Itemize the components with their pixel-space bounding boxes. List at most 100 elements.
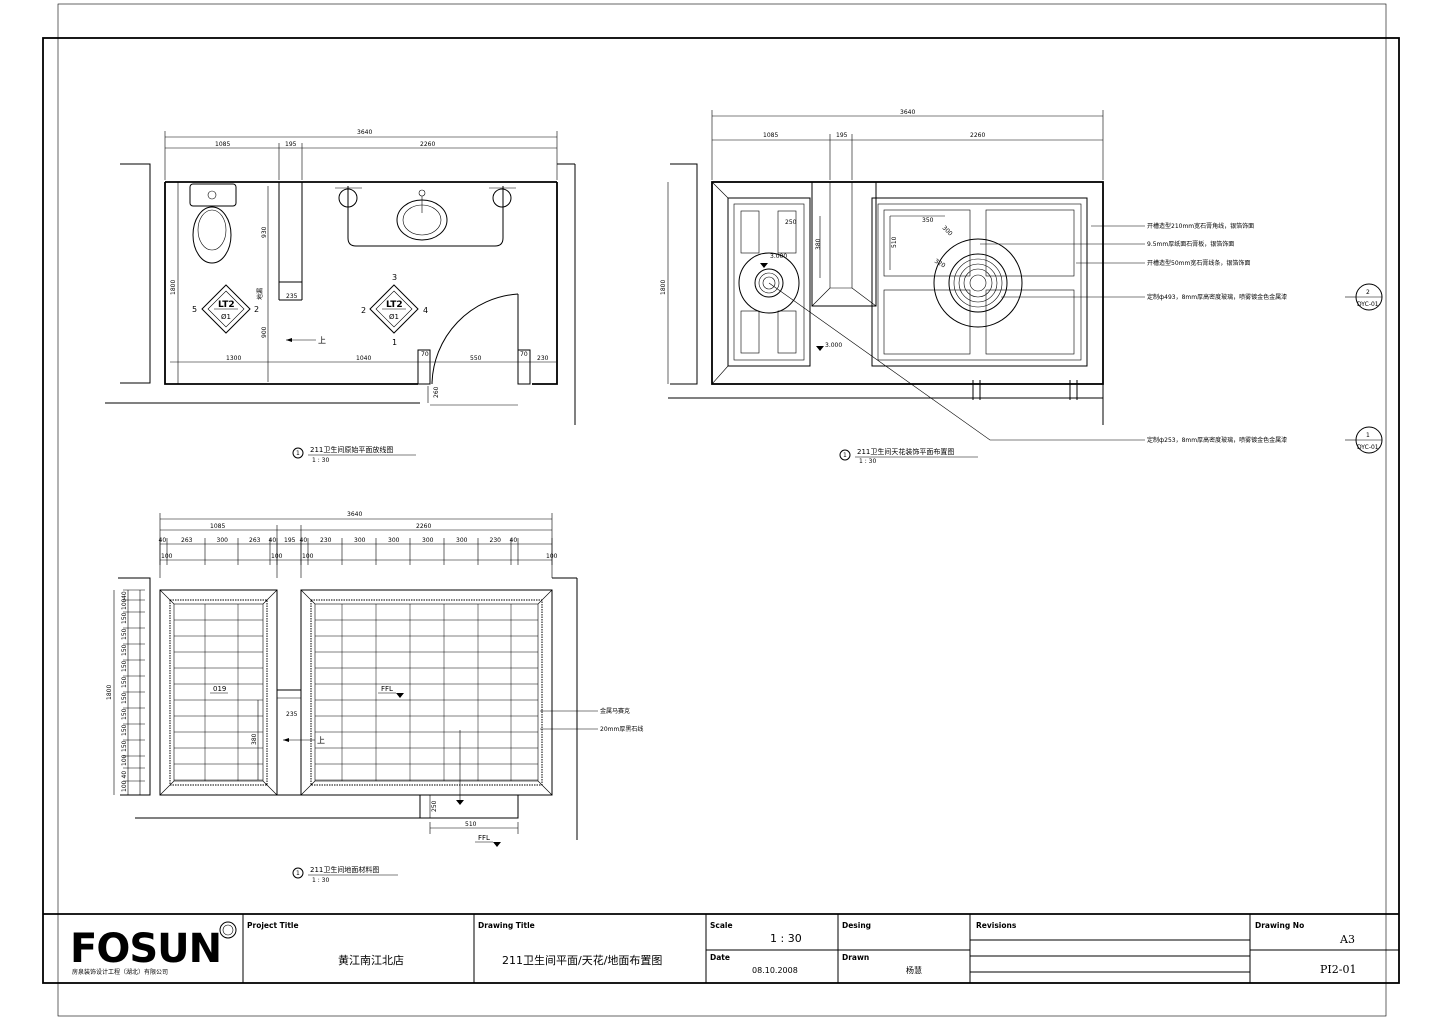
plan3-dim-sub: 40: [510, 537, 518, 544]
plan1-tag-code: LT2: [218, 300, 235, 310]
plan3-dim-sub: 40: [159, 537, 167, 544]
plan3-dim-sub: 300: [217, 537, 229, 544]
plan1-tag-num: 1: [392, 338, 397, 347]
plan1-floor-drain-note: 地漏: [256, 288, 264, 300]
plan-2-ceiling-layout: 3640 1085 195 2260 1800: [660, 109, 1383, 465]
plan1-tag-num: 2: [361, 306, 366, 315]
plan3-dim-sub: 230: [320, 537, 332, 544]
plan2-dim-seg: 1085: [763, 132, 778, 139]
plan3-caption-scale: 1 : 30: [312, 877, 329, 884]
plan3-caption-title: 211卫生间地面材料图: [310, 865, 379, 874]
plan3-dim-vsub: 40: [121, 591, 128, 599]
plan3-dim-sub: 300: [354, 537, 366, 544]
plan1-dim-235: 235: [286, 293, 298, 300]
plan1-caption-title: 211卫生间原始平面放线图: [310, 445, 393, 454]
plan1-caption-scale: 1 : 30: [312, 457, 329, 464]
plan3-dim-height: 1800: [106, 685, 113, 700]
plan1-dim-900: 900: [261, 326, 268, 338]
plan3-note: 20mm厚黑石线: [600, 725, 643, 733]
plan3-dim-sub: 263: [249, 537, 261, 544]
plan1-dim-bottom: 550: [470, 355, 482, 362]
drawing-title-label: Drawing Title: [478, 921, 535, 930]
plan1-dim-seg: 195: [285, 141, 297, 148]
plan1-tag-num: 4: [423, 306, 428, 315]
sheet-size-value: A3: [1339, 933, 1355, 946]
drawn-value: 杨慧: [906, 965, 922, 975]
plan3-note: 金属马赛克: [600, 707, 630, 715]
plan2-note: 定制ф253，8mm厚高密度玻璃，喷雾镀金色金属漆: [1147, 436, 1287, 444]
plan3-dim-vsub: 150: [121, 612, 128, 624]
plan2-dim-350: 350: [922, 217, 934, 224]
title-block: FOSUN 房泉装饰设计工程（湖北）有限公司 Project Title 黄江南…: [43, 913, 1399, 983]
plan1-tag-num: 5: [192, 305, 197, 314]
plan1-tag-num: 3: [392, 273, 397, 282]
plan1-finish-tag-1: LT2 Ø1 5 2: [192, 284, 259, 334]
plan2-section-ref: DYC-01: [1357, 301, 1379, 308]
plan1-tag-num: 2: [254, 305, 259, 314]
plan3-dim-vsub: 100: [121, 754, 128, 766]
plan3-dim-100: 100: [271, 553, 283, 560]
plan3-dim-sub: 230: [490, 537, 502, 544]
plan1-caption-marker: 1: [296, 450, 300, 457]
date-label: Date: [710, 953, 730, 962]
plan2-section-tag-2: 1 DYC-01: [1345, 426, 1383, 454]
plan2-caption-title: 211卫生间天花装饰平面布置图: [857, 447, 954, 456]
plan1-dim-930: 930: [261, 226, 268, 238]
plan1-dim-260: 260: [433, 386, 440, 398]
plan3-dim-235: 235: [286, 711, 298, 718]
plan2-note: 9.5mm厚纸面石膏板，银箔饰面: [1147, 240, 1234, 248]
plan3-dim-vsub: 150: [121, 644, 128, 656]
plan-1-original-layout: 3640 1085 195 2260 1800: [105, 129, 576, 464]
plan1-dim-bottom: 70: [421, 351, 429, 358]
scale-label: Scale: [710, 921, 733, 930]
plan3-dim-sub: 263: [181, 537, 193, 544]
plan2-dim-320: 320: [933, 258, 947, 270]
plan3-dim-vsub: 150: [121, 628, 128, 640]
plan1-dim-bottom: 1300: [226, 355, 241, 362]
plan3-ffl-label: FFL: [381, 685, 393, 693]
inner-frame: [42, 37, 1400, 984]
plan3-dim-sub: 300: [388, 537, 400, 544]
plan3-dim-vsub: 150: [121, 708, 128, 720]
plan3-dim-100: 100: [546, 553, 558, 560]
plan2-section-num: 2: [1366, 289, 1370, 296]
plan3-dim-vsub: 150: [121, 676, 128, 688]
company-name: 房泉装饰设计工程（湖北）有限公司: [72, 968, 168, 976]
plan3-dim-vsub: 150: [121, 692, 128, 704]
plan2-caption-marker: 1: [843, 452, 847, 459]
plan2-note: 开槽造型210mm宽石膏角线，银箔饰面: [1147, 222, 1254, 230]
plan1-dim-height: 1800: [170, 280, 177, 295]
plan3-dim-100: 100: [302, 553, 314, 560]
plan2-section-ref: DYC-01: [1357, 444, 1379, 451]
plan3-dim-sub: 195: [284, 537, 296, 544]
plan1-dim-bottom: 70: [520, 351, 528, 358]
plan1-dim-bottom: 230: [537, 355, 549, 362]
plan1-dim-seg: 2260: [420, 141, 435, 148]
project-title-label: Project Title: [247, 921, 299, 930]
drawing-no-value: PI2-01: [1320, 963, 1356, 976]
drawing-no-label: Drawing No: [1255, 921, 1304, 930]
plan3-up-arrow: 上: [317, 736, 325, 745]
plan3-dim-250: 250: [431, 800, 438, 812]
plan3-dim-510: 510: [465, 821, 477, 828]
plan2-dim-380: 380: [815, 238, 822, 250]
drawn-label: Drawn: [842, 953, 869, 962]
plan2-note: 开槽造型50mm宽石膏线条，银箔饰面: [1147, 259, 1250, 267]
plan3-caption-marker: 1: [296, 870, 300, 877]
revisions-label: Revisions: [976, 921, 1017, 930]
plan2-dim-300: 300: [941, 224, 954, 237]
project-title-value: 黄江南江北店: [338, 953, 404, 967]
plan3-dim-100: 100: [161, 553, 173, 560]
plan2-level-2: 3.000: [825, 342, 842, 349]
plan3-dim-sub: 300: [456, 537, 468, 544]
plan2-dim-250: 250: [785, 219, 797, 226]
plan2-dim-seg: 2260: [970, 132, 985, 139]
plan3-dim-sub: 40: [300, 537, 308, 544]
plan2-section-num: 1: [1366, 432, 1370, 439]
plan1-up-arrow: 上: [318, 336, 326, 345]
plan3-dim-seg: 1085: [210, 523, 225, 530]
outer-frame: [57, 3, 1387, 1017]
plan3-label-small: 019: [213, 685, 226, 693]
plan3-dim-vsub: 150: [121, 740, 128, 752]
plan2-dim-510: 510: [891, 236, 898, 248]
